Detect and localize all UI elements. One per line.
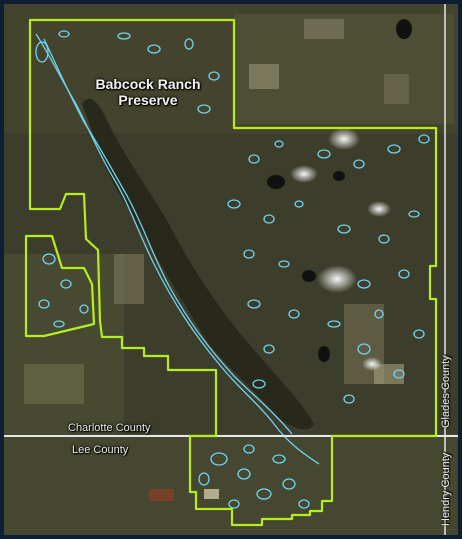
- county-label-lee: Lee County: [72, 444, 129, 456]
- west-parcel-boundary[interactable]: [24, 234, 96, 338]
- satellite-map[interactable]: [4, 4, 458, 535]
- terrain-patches: [4, 4, 458, 535]
- preserve-name-line1: Babcock Ranch: [95, 76, 201, 92]
- preserve-boundary[interactable]: [28, 18, 438, 527]
- county-label-glades: Glades County: [440, 355, 452, 428]
- clouds: [290, 128, 391, 371]
- county-label-charlotte: Charlotte County: [68, 422, 151, 434]
- wetland-outlines: [35, 30, 430, 509]
- preserve-name-line2: Preserve: [118, 92, 178, 108]
- dark-ponds: [267, 19, 412, 362]
- county-label-hendry: Hendry County: [440, 452, 452, 526]
- slough-water: [82, 98, 314, 430]
- preserve-name-label: Babcock Ranch Preserve: [68, 76, 228, 108]
